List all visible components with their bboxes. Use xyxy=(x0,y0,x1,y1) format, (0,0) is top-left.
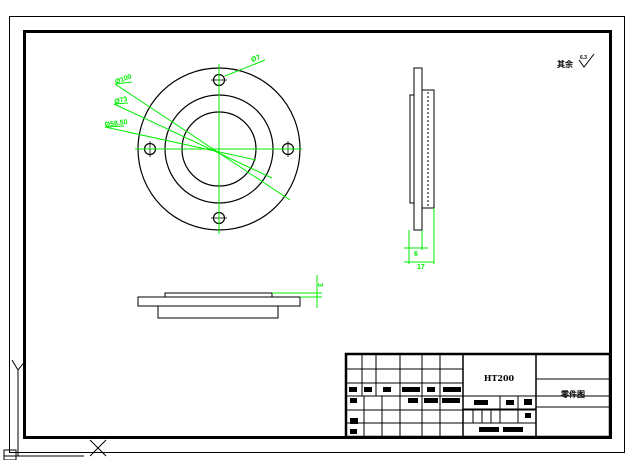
dim-inner-diameter: Ø58.50 xyxy=(104,119,128,129)
material-label: HT200 xyxy=(484,373,515,383)
bottom-view xyxy=(137,292,301,319)
dim-hole-diameter: Ø7 xyxy=(250,54,261,64)
outer-frame xyxy=(9,16,625,453)
dim-side-total: 17 xyxy=(417,264,425,271)
dim-middle-diameter: Ø73 xyxy=(114,96,129,106)
dim-outer-diameter: Ø100 xyxy=(114,73,133,85)
bottom-dimensions xyxy=(272,275,322,308)
dim-side-thickness: 6 xyxy=(414,251,418,258)
roughness-value: 6.3 xyxy=(580,55,587,61)
title-block xyxy=(344,352,612,439)
drawing-title: 零件图 xyxy=(560,389,585,399)
ucs-icon xyxy=(3,359,107,460)
front-dimensions xyxy=(104,59,302,234)
roughness-icon xyxy=(578,53,595,68)
side-view xyxy=(409,67,435,231)
drawing-border xyxy=(23,30,612,439)
side-dimensions xyxy=(404,208,435,264)
dim-step-height: 3 xyxy=(316,283,323,287)
roughness-note: 其余 xyxy=(557,59,574,69)
